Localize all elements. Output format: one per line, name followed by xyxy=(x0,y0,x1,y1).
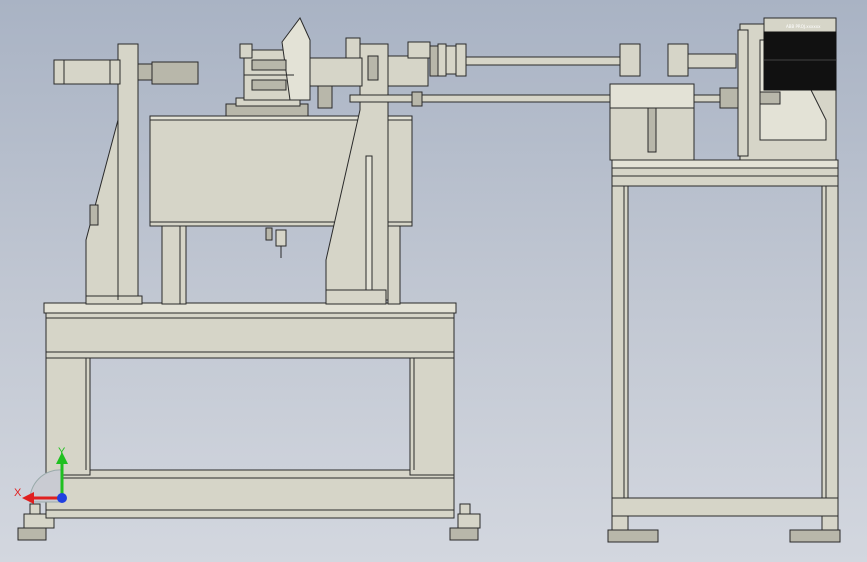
servo-motor: ABB PROJ.xxxxxx xyxy=(763,17,837,91)
right-upright xyxy=(325,43,401,305)
coordinate-triad: Y X xyxy=(14,446,68,504)
motor-nameplate: ABB PROJ.xxxxxx xyxy=(786,24,821,29)
leveling-feet-right xyxy=(607,505,841,543)
clamp-fixture xyxy=(225,17,311,117)
base-frame xyxy=(43,302,457,519)
bearing-housing xyxy=(609,43,737,161)
left-machine[interactable] xyxy=(17,17,739,541)
y-axis-label: Y xyxy=(58,446,66,458)
air-cylinder xyxy=(53,59,199,85)
left-upright xyxy=(85,43,143,305)
long-shafts xyxy=(349,56,739,109)
table-frame xyxy=(611,159,839,517)
leveling-feet-left xyxy=(17,503,481,541)
sensor-probe xyxy=(265,227,287,258)
right-machine[interactable]: ABB PROJ.xxxxxx xyxy=(607,17,841,543)
z-axis-dot xyxy=(57,493,67,503)
spindle-assembly xyxy=(309,37,467,109)
x-axis-label: X xyxy=(14,487,22,499)
